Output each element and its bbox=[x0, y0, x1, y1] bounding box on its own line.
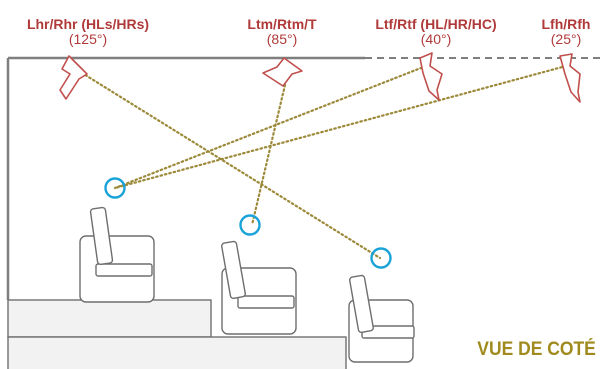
armchairs bbox=[79, 206, 415, 363]
speaker-icon bbox=[262, 57, 303, 87]
sight-line-top-middle bbox=[250, 83, 287, 227]
sight-line-front-height bbox=[113, 64, 568, 190]
sight-lines bbox=[72, 64, 568, 260]
speaker-name: Lhr/Rhr (HLs/HRs) bbox=[26, 16, 150, 32]
view-title: VUE DE COTÉ bbox=[477, 339, 596, 360]
speaker-label-top-middle: Ltm/Rtm/T (85°) bbox=[222, 17, 342, 47]
speaker-icon bbox=[419, 52, 443, 101]
speaker-name: Ltm/Rtm/T bbox=[247, 16, 317, 32]
speaker-angle: (125°) bbox=[68, 31, 108, 47]
speaker-icon bbox=[59, 55, 88, 100]
speaker-angle: (85°) bbox=[266, 31, 298, 47]
lower-riser bbox=[7, 336, 347, 369]
armchair-icon bbox=[79, 206, 155, 303]
speaker-label-rear-height: Lhr/Rhr (HLs/HRs) (125°) bbox=[4, 17, 172, 47]
sight-line-rear-height bbox=[72, 66, 382, 260]
listener-head-icon bbox=[104, 177, 126, 199]
speaker-label-top-front: Ltf/Rtf (HL/HR/HC) (40°) bbox=[352, 17, 520, 47]
speaker-name: Ltf/Rtf (HL/HR/HC) bbox=[375, 16, 497, 32]
speaker-label-front-height: Lfh/Rfh (25°) bbox=[528, 17, 604, 47]
listener-head-icon bbox=[239, 214, 261, 236]
speaker-angle: (40°) bbox=[420, 31, 452, 47]
armchair-icon bbox=[348, 274, 415, 363]
speaker-angle: (25°) bbox=[550, 31, 582, 47]
listener-positions bbox=[104, 177, 392, 269]
upper-riser bbox=[7, 299, 212, 338]
listener-head-icon bbox=[370, 247, 392, 269]
speaker-icon bbox=[559, 53, 581, 103]
armchair-icon bbox=[221, 240, 297, 335]
speakers bbox=[59, 52, 581, 103]
speaker-name: Lfh/Rfh bbox=[541, 16, 591, 32]
riser-platforms bbox=[7, 299, 347, 369]
sight-line-top-front bbox=[113, 64, 428, 190]
